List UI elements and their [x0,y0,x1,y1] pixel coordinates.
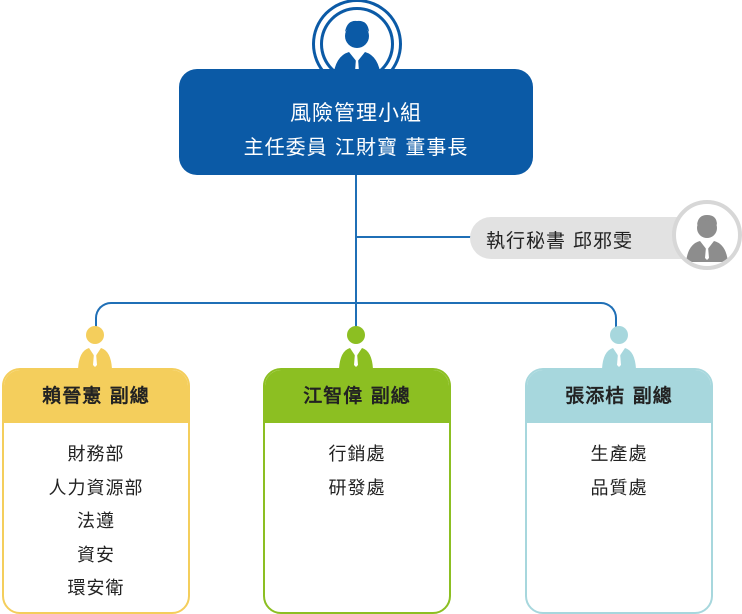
division-unit: 環安衛 [67,578,125,599]
division-unit: 人力資源部 [48,477,144,499]
committee-chair: 主任委員 江財寶 董事長 [243,135,469,159]
person-icon [339,326,373,369]
division-unit: 研發處 [328,477,386,499]
division-head: 張添桔 副總 [527,370,711,423]
division-unit: 資安 [77,544,115,566]
division-unit-list: 行銷處 研發處 [265,423,449,505]
division-unit: 財務部 [67,444,125,465]
division-box-production: 張添桔 副總 生產處 品質處 [525,368,713,614]
trunk-line [355,170,357,342]
person-icon [78,326,112,369]
division-unit: 行銷處 [328,444,386,465]
secretary-avatar [672,200,742,270]
division-head: 賴晉憲 副總 [4,370,188,423]
committee-title: 風險管理小組 [290,101,422,125]
division-unit: 生產處 [590,444,648,465]
division-unit-list: 財務部 人力資源部 法遵 資安 環安衛 [4,423,188,606]
division-unit: 法遵 [77,511,115,532]
person-icon [686,215,728,262]
secretary-connector [356,236,474,238]
division-unit-list: 生產處 品質處 [527,423,711,505]
committee-head-box: 風險管理小組 主任委員 江財寶 董事長 [179,69,533,175]
person-icon [333,20,381,78]
branch-connector [95,302,617,342]
division-box-finance: 賴晉憲 副總 財務部 人力資源部 法遵 資安 環安衛 [2,368,190,614]
secretary-label: 執行秘書 邱邪雯 [486,230,634,252]
person-icon [602,326,636,369]
division-head: 江智偉 副總 [265,370,449,423]
division-box-marketing: 江智偉 副總 行銷處 研發處 [263,368,451,614]
division-unit: 品質處 [590,477,648,499]
